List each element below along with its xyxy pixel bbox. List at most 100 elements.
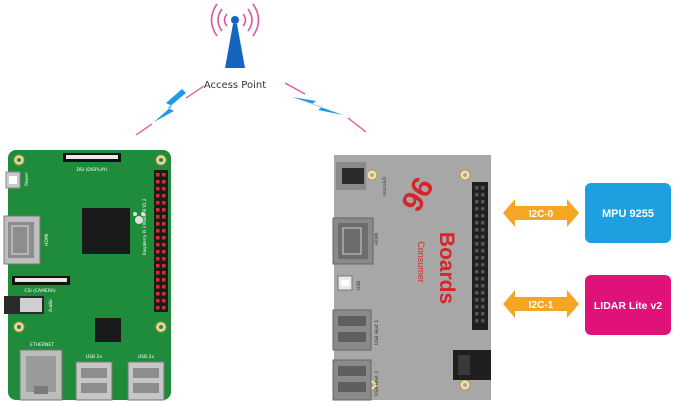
header-pin <box>475 291 479 295</box>
gpio-pin <box>156 299 160 303</box>
usb-label-96: USB <box>356 281 362 290</box>
usb-host-2-port <box>332 359 372 401</box>
access-point-label: Access Point <box>204 80 266 91</box>
csi-label: CSI (CAMERA) <box>24 288 55 294</box>
gpio-pin <box>156 229 160 233</box>
gpio-pin <box>156 271 160 275</box>
gpio-pin <box>156 187 160 191</box>
header-pin <box>475 319 479 323</box>
header-pin <box>475 263 479 267</box>
i2c-link-0: I2C-0 MPU 9255 <box>503 183 671 243</box>
header-pin <box>475 235 479 239</box>
gpio-pin <box>156 236 160 240</box>
gpio-pin <box>162 257 166 261</box>
gpio-pin <box>162 278 166 282</box>
gpio-pin <box>156 215 160 219</box>
header-pin <box>481 193 485 197</box>
access-point: Access Point <box>135 3 367 136</box>
gpio-pin <box>162 215 166 219</box>
header-pin <box>481 186 485 190</box>
i2c-1-arrow <box>503 290 579 318</box>
usb-host-1-label: USB Host 1 <box>374 320 380 345</box>
i2c-link-1: I2C-1 LIDAR Lite v2 <box>503 275 671 335</box>
i2c-1-label: I2C-1 <box>529 300 554 311</box>
gpio-pin <box>156 201 160 205</box>
header-pin <box>475 312 479 316</box>
header-pin <box>475 305 479 309</box>
header-pin <box>481 242 485 246</box>
audio-label: Audio <box>48 299 54 312</box>
dsi-label: DSI (DISPLAY) <box>76 167 107 173</box>
gpio-pin <box>162 271 166 275</box>
gpio-pin <box>162 222 166 226</box>
header-pin <box>475 298 479 302</box>
gpio-pin <box>162 264 166 268</box>
wireless-link-left <box>135 85 205 136</box>
brand-word: Boards <box>435 232 458 304</box>
gpio-pin <box>156 285 160 289</box>
i2c-0-arrow <box>503 199 579 227</box>
soc-chip <box>82 208 130 254</box>
header-pin <box>481 298 485 302</box>
header-pin <box>481 256 485 260</box>
signal-waves-icon <box>210 3 260 37</box>
header-pin <box>481 228 485 232</box>
header-pin <box>481 291 485 295</box>
usb-host-1-port <box>332 309 372 351</box>
gpio-pin <box>162 299 166 303</box>
usb-host-2-label: USB Host 2 <box>374 371 380 396</box>
hdmi-port <box>3 215 41 265</box>
gpio-pin <box>162 292 166 296</box>
raspberry-logo-icon <box>133 212 145 224</box>
gpio-header <box>154 170 168 312</box>
gpio-pin <box>156 278 160 282</box>
header-pin <box>481 270 485 274</box>
wireless-link-right <box>284 82 367 133</box>
96boards-board: microSD HDMI USB USB Host 1 USB Host 2 <box>332 155 491 401</box>
header-pin <box>475 207 479 211</box>
gpio-pin <box>156 222 160 226</box>
gpio-pin <box>162 250 166 254</box>
header-pin <box>475 200 479 204</box>
usb-port-left <box>75 361 113 401</box>
header-pin <box>475 214 479 218</box>
header-pin <box>481 207 485 211</box>
header-pin <box>475 249 479 253</box>
gpio-pin <box>162 208 166 212</box>
header-pin <box>475 284 479 288</box>
header-pin <box>481 284 485 288</box>
gpio-pin <box>156 194 160 198</box>
header-pin <box>475 186 479 190</box>
header-pin <box>481 263 485 267</box>
header-pin <box>475 193 479 197</box>
usb-left-label: USB 2x <box>86 354 103 360</box>
gpio-pin <box>162 187 166 191</box>
gpio-pin <box>162 306 166 310</box>
pi-model-text: Raspberry Pi 3 Model B V1.2 <box>142 198 147 255</box>
microsd-label: microSD <box>382 177 388 196</box>
lidar-lite-box <box>585 275 671 335</box>
raspberry-pi-board: DSI (DISPLAY) Power HDMI Raspberry Pi 3 … <box>3 150 171 401</box>
gpio-pin <box>156 250 160 254</box>
gpio-pin <box>162 180 166 184</box>
header-pin <box>481 235 485 239</box>
ethernet-label: ETHERNET <box>30 342 54 348</box>
header-pin <box>475 221 479 225</box>
usb-right-label: USB 2x <box>138 354 155 360</box>
gpio-pin <box>156 180 160 184</box>
gpio-pin <box>162 201 166 205</box>
gpio-pin <box>156 208 160 212</box>
low-speed-header <box>472 182 488 330</box>
lightning-right-icon <box>292 97 343 115</box>
audio-jack <box>4 296 44 314</box>
header-pin <box>481 221 485 225</box>
header-pin <box>481 200 485 204</box>
gpio-pin <box>162 173 166 177</box>
header-pin <box>475 270 479 274</box>
lightning-left-icon <box>154 89 186 122</box>
header-pin <box>475 242 479 246</box>
header-pin <box>481 277 485 281</box>
header-pin <box>481 249 485 253</box>
header-pin <box>481 305 485 309</box>
header-pin <box>475 277 479 281</box>
